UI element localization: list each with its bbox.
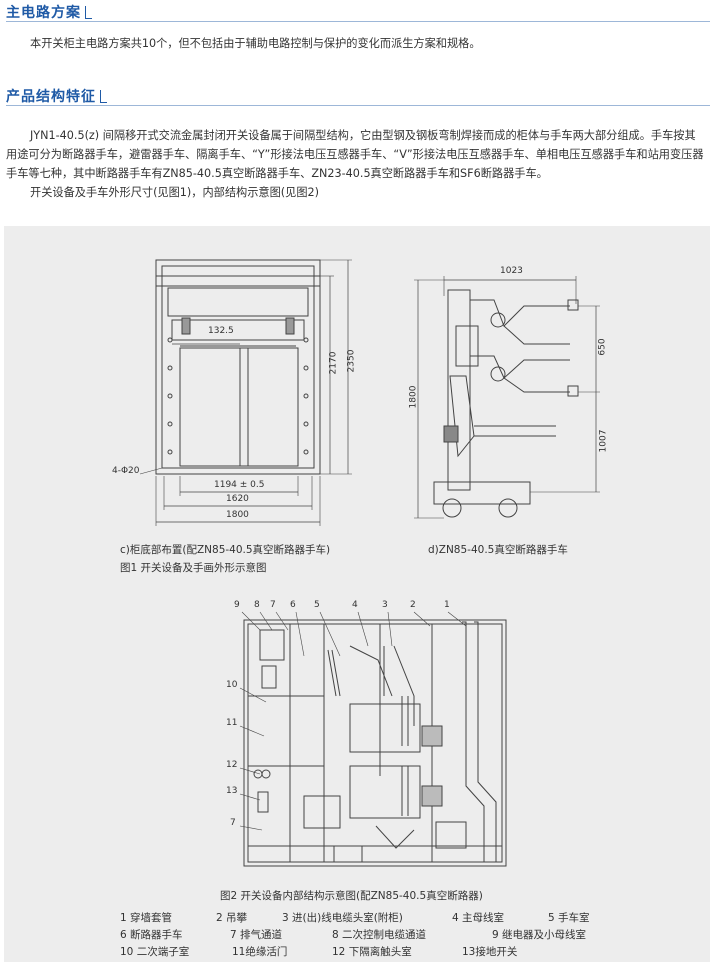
dim-2170: 2170 [328,351,339,375]
legend-item: 7 排气通道 [230,929,283,941]
callout-3: 3 [382,600,388,610]
dim-1023: 1023 [500,266,523,276]
callout-6: 6 [290,600,296,610]
legend-item: 12 下隔离触头室 [332,946,412,958]
callout-4: 4 [352,600,358,610]
dim-1007: 1007 [598,429,609,453]
legend-item: 13接地开关 [462,946,518,958]
figure-panel: 132.5 2170 2350 4-Φ20 1194 ± 0.5 1620 18… [4,226,710,962]
legend-item: 10 二次端子室 [120,946,190,958]
structure-paragraph: JYN1-40.5(z) 间隔移开式交流金属封闭开关设备属于间隔型结构，它由型钢… [6,126,706,202]
callout-12: 12 [226,760,238,770]
legend-row: 1 穿墙套管 2 吊攀 3 进(出)线电缆头室(附柜) 4 主母线室 5 手车室 [120,910,590,927]
dim-1194: 1194 ± 0.5 [214,480,265,490]
dim-650: 650 [597,338,608,356]
legend-item: 6 断路器手车 [120,929,183,941]
callout-2: 2 [410,600,416,610]
legend-item: 8 二次控制电缆通道 [332,929,427,941]
trolley-side-drawing [414,276,600,519]
legend-item: 3 进(出)线电缆头室(附柜) [282,912,403,924]
caption-figure-2: 图2 开关设备内部结构示意图(配ZN85-40.5真空断路器) [220,890,483,902]
callout-9: 9 [234,600,240,610]
callout-7: 7 [270,600,276,610]
callout-1: 1 [444,600,450,610]
legend-item: 11绝缘活门 [232,946,288,958]
circuit-paragraph: 本开关柜主电路方案共10个，但不包括由于辅助电路控制与保护的变化而派生方案和规格… [6,34,706,53]
caption-d: d)ZN85-40.5真空断路器手车 [428,544,568,556]
legend-item: 2 吊攀 [216,912,248,924]
dim-1800-height: 1800 [408,385,419,409]
section-heading-structure: 产品结构特征 [6,86,710,106]
callout-10: 10 [226,680,238,690]
heading-bracket [100,90,107,103]
legend-item: 1 穿墙套管 [120,912,173,924]
section-heading-circuit: 主电路方案 [6,2,710,22]
legend-item: 4 主母线室 [452,912,505,924]
legend-row: 6 断路器手车 7 排气通道 8 二次控制电缆通道 9 继电器及小母线室 [120,927,590,944]
internal-structure-drawing [239,611,507,867]
dim-132-5: 132.5 [208,326,234,336]
legend-row: 10 二次端子室 11绝缘活门 12 下隔离触头室 13接地开关 [120,944,590,961]
callout-5: 5 [314,600,320,610]
heading-underline [6,105,710,106]
section-title: 产品结构特征 [6,89,96,105]
dim-4-phi-20: 4-Φ20 [112,466,140,476]
legend: 1 穿墙套管 2 吊攀 3 进(出)线电缆头室(附柜) 4 主母线室 5 手车室… [120,910,590,961]
heading-bracket [85,6,92,19]
cabinet-front-drawing [139,259,352,526]
callout-11: 11 [226,718,238,728]
dim-1620: 1620 [226,494,249,504]
section-title: 主电路方案 [6,5,81,21]
reference-text: 开关设备及手车外形尺寸(见图1)，内部结构示意图(见图2) [30,186,320,199]
callout-13: 13 [226,786,238,796]
callout-8: 8 [254,600,260,610]
dim-1800-width: 1800 [226,510,249,520]
circuit-text: 本开关柜主电路方案共10个，但不包括由于辅助电路控制与保护的变化而派生方案和规格… [30,37,481,50]
caption-figure-1: 图1 开关设备及手画外形示意图 [120,562,267,574]
callout-7-lower: 7 [230,818,236,828]
heading-underline [6,21,710,22]
dim-2350: 2350 [346,349,357,373]
structure-text: JYN1-40.5(z) 间隔移开式交流金属封闭开关设备属于间隔型结构，它由型钢… [6,129,704,180]
caption-c: c)柜底部布置(配ZN85-40.5真空断路器手车) [120,544,331,556]
figure-drawings [139,259,600,867]
legend-item: 9 继电器及小母线室 [492,929,587,941]
legend-item: 5 手车室 [548,912,590,924]
